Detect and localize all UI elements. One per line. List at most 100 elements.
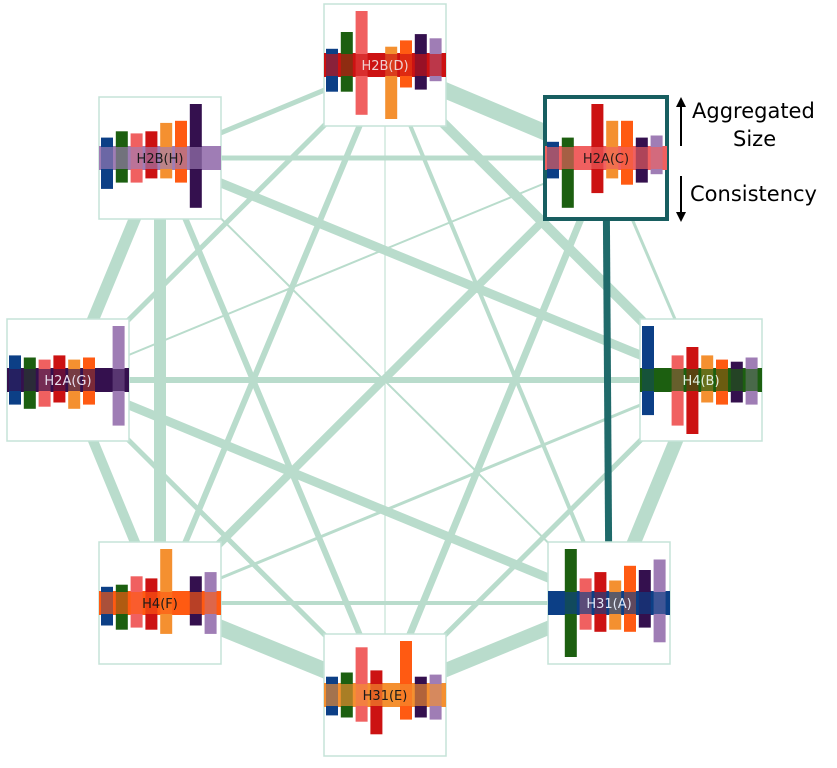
band-segment-F (83, 368, 95, 392)
consistency-bar-B (340, 706, 353, 718)
consistency-bar-F (716, 391, 728, 405)
aggregated-size-bar-D (53, 355, 66, 369)
band-segment-G (189, 146, 202, 170)
consistency-bar-C (671, 391, 684, 426)
aggregated-size-bar-C (671, 355, 684, 369)
node-h4f[interactable]: H4(F) (98, 541, 222, 665)
node-label: H2A(C) (583, 152, 629, 167)
consistency-bar-F (621, 169, 633, 185)
band-segment-E (609, 591, 622, 615)
node-band (640, 368, 762, 392)
node-band (324, 683, 446, 707)
aggregated-size-bar-A (547, 141, 559, 147)
consistency-bar-G (730, 391, 743, 403)
band-segment-G (189, 591, 202, 615)
band-segment-A (547, 146, 559, 170)
band-segment-F (400, 53, 412, 77)
band-segment-D (53, 368, 66, 392)
band-segment-G (730, 368, 743, 392)
aggregated-size-bar-H (745, 357, 758, 369)
aggregated-size-bar-E (385, 46, 398, 54)
band-segment-F (716, 368, 728, 392)
band-segment-A (642, 368, 654, 392)
aggregated-size-bar-H (650, 135, 663, 147)
node-h31a[interactable]: H31(A) (547, 541, 671, 665)
node-label: H4(F) (142, 597, 178, 612)
consistency-bar-A (9, 391, 21, 405)
edge-C-A[interactable] (602, 157, 613, 604)
aggregated-size-bar-G (635, 137, 648, 147)
edge-D-A[interactable] (383, 64, 611, 604)
band-segment-F (400, 683, 412, 707)
band-segment-D (370, 683, 383, 707)
node-h4b[interactable]: H4(B) (639, 318, 763, 442)
band-segment-B (340, 683, 353, 707)
node-band (324, 53, 446, 77)
aggregated-size-bar-D (370, 670, 383, 684)
consistency-bar-G (638, 614, 651, 628)
consistency-bar-D (145, 614, 158, 630)
consistency-bar-E (606, 169, 619, 179)
node-h2ag[interactable]: H2A(G) (6, 318, 130, 442)
consistency-bar-E (160, 614, 173, 634)
edge-B-H[interactable] (158, 153, 703, 385)
aggregated-size-bar-D (145, 578, 158, 592)
aggregated-size-bar-E (68, 359, 81, 369)
band-segment-H (650, 146, 663, 170)
consistency-bar-D (370, 706, 383, 735)
aggregated-size-bar-A (326, 676, 338, 684)
edge-E-H[interactable] (157, 156, 388, 697)
consistency-bar-A (642, 391, 654, 416)
aggregated-size-bar-B (115, 131, 128, 147)
band-segment-H (745, 368, 758, 392)
consistency-bar-E (160, 169, 173, 179)
aggregated-size-bar-G (414, 676, 427, 684)
aggregated-size-bar-F (400, 40, 412, 54)
aggregated-size-bar-E (160, 122, 173, 147)
consistency-bar-H (650, 169, 663, 175)
band-segment-C (130, 591, 143, 615)
aggregated-size-bar-F (621, 120, 633, 147)
aggregated-size-bar-H (653, 559, 666, 592)
aggregated-size-bar-C (130, 133, 143, 147)
band-segment-B (561, 146, 574, 170)
aggregated-size-bar-H (204, 572, 217, 592)
legend: Aggregated Size Consistency (676, 97, 817, 222)
aggregated-size-bar-F (716, 359, 728, 369)
consistency-bar-C (579, 614, 592, 630)
aggregated-size-bar-E (609, 580, 622, 592)
consistency-bar-B (115, 614, 128, 630)
node-h2bd[interactable]: H2B(D) (323, 3, 447, 127)
band-segment-H (204, 591, 217, 615)
node-h31e[interactable]: H31(E) (323, 633, 447, 757)
band-segment-E (606, 146, 619, 170)
consistency-bar-G (189, 614, 202, 626)
aggregated-size-bar-H (429, 674, 442, 684)
consistency-bar-D (591, 169, 604, 194)
aggregated-size-bar-B (340, 32, 353, 54)
consistency-bar-G (414, 706, 427, 718)
aggregated-size-bar-C (355, 11, 368, 54)
aggregated-size-bar-A (101, 586, 113, 592)
node-h2ac[interactable]: H2A(C) (543, 95, 669, 221)
aggregated-size-bar-D (686, 347, 699, 369)
node-h2bh[interactable]: H2B(H) (98, 96, 222, 220)
edge-A-H[interactable] (159, 157, 610, 604)
edge-D-F[interactable] (157, 63, 388, 605)
band-segment-D (594, 591, 607, 615)
down-arrow-icon (676, 176, 686, 222)
consistency-bar-D (53, 391, 66, 403)
consistency-bar-G (189, 169, 202, 208)
node-label: H4(B) (682, 374, 719, 389)
legend-consistency-label: Consistency (690, 182, 817, 206)
aggregated-size-bar-F (624, 565, 636, 592)
aggregated-size-bar-F (83, 357, 95, 369)
edge-C-E[interactable] (381, 156, 610, 697)
consistency-bar-E (609, 614, 622, 630)
consistency-bar-B (115, 169, 128, 183)
consistency-bar-D (686, 391, 699, 434)
band-segment-E (160, 146, 173, 170)
consistency-bar-G (414, 76, 427, 90)
node-band (548, 591, 670, 615)
